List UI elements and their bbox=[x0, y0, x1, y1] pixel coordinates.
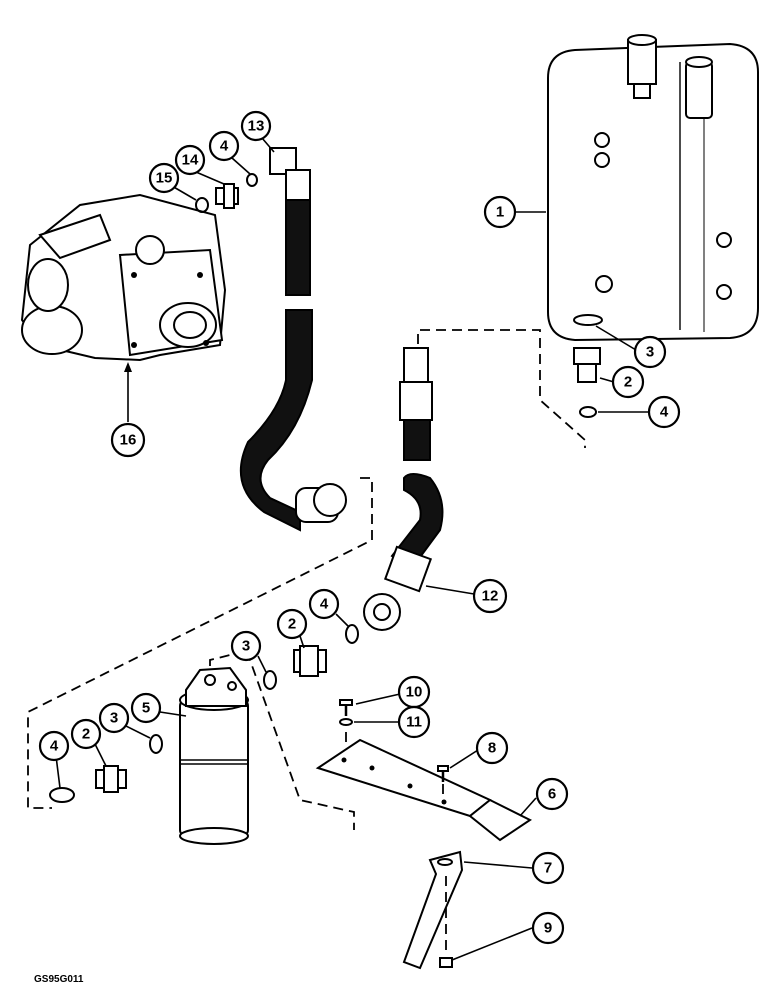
callout-10: 10 bbox=[397, 675, 431, 709]
svg-text:9: 9 bbox=[544, 920, 552, 937]
callout-4-lower-filter: 4 bbox=[38, 730, 70, 762]
svg-text:16: 16 bbox=[120, 432, 137, 449]
callout-3-upper-filter: 3 bbox=[230, 630, 262, 662]
hydraulic-filter bbox=[179, 666, 249, 845]
svg-text:14: 14 bbox=[182, 152, 199, 169]
svg-text:13: 13 bbox=[248, 118, 265, 135]
mounting-bracket bbox=[315, 738, 532, 842]
nut-9 bbox=[439, 957, 453, 968]
callout-4-pump: 4 bbox=[208, 130, 240, 162]
callout-5: 5 bbox=[130, 692, 162, 724]
callout-1: 1 bbox=[483, 195, 517, 229]
svg-text:3: 3 bbox=[646, 344, 654, 361]
callout-3-tank: 3 bbox=[633, 335, 667, 369]
tank-return-hose bbox=[363, 347, 444, 631]
svg-text:15: 15 bbox=[156, 170, 173, 187]
washer-11 bbox=[339, 718, 353, 726]
connection-line-tank-to-hose bbox=[417, 329, 586, 448]
pump-o-ring-15 bbox=[195, 197, 209, 213]
callout-7: 7 bbox=[531, 851, 565, 885]
support-strap bbox=[402, 850, 464, 970]
svg-text:7: 7 bbox=[544, 860, 552, 877]
svg-text:2: 2 bbox=[288, 616, 296, 633]
reservoir-tank bbox=[547, 34, 759, 342]
svg-text:4: 4 bbox=[320, 596, 329, 613]
tank-adapter-fitting-2 bbox=[573, 347, 601, 383]
pump-adapter-fitting-14 bbox=[215, 183, 239, 209]
svg-text:11: 11 bbox=[406, 714, 422, 731]
bolt-10 bbox=[339, 699, 353, 716]
callout-2-lower-filter: 2 bbox=[70, 718, 102, 750]
leader-lines bbox=[55, 137, 648, 961]
callout-15: 15 bbox=[148, 162, 180, 194]
svg-text:1: 1 bbox=[496, 204, 504, 221]
svg-text:2: 2 bbox=[624, 374, 632, 391]
filter-adapter-2-upper bbox=[293, 645, 327, 677]
filter-o-ring-3-upper bbox=[263, 670, 277, 690]
pump-seal-4 bbox=[246, 173, 258, 187]
svg-text:6: 6 bbox=[548, 786, 556, 803]
svg-text:5: 5 bbox=[142, 700, 150, 717]
svg-text:4: 4 bbox=[220, 138, 229, 155]
svg-text:3: 3 bbox=[242, 638, 250, 655]
callout-12: 12 bbox=[472, 578, 508, 614]
callout-11: 11 bbox=[397, 705, 431, 739]
svg-text:4: 4 bbox=[660, 404, 669, 421]
filter-adapter-2-lower bbox=[95, 765, 127, 793]
bolt-8 bbox=[437, 765, 449, 782]
svg-text:4: 4 bbox=[50, 738, 59, 755]
callout-4-tank: 4 bbox=[647, 395, 681, 429]
callout-3-lower-filter: 3 bbox=[98, 702, 130, 734]
connection-line-hose-to-filter bbox=[27, 477, 373, 809]
drawing-code: GS95G011 bbox=[34, 974, 84, 985]
svg-text:8: 8 bbox=[488, 740, 496, 757]
filter-o-ring-3-lower bbox=[149, 734, 163, 754]
callout-4-upper-filter: 4 bbox=[308, 588, 340, 620]
svg-text:3: 3 bbox=[110, 710, 118, 727]
callout-9: 9 bbox=[531, 911, 565, 945]
callout-6: 6 bbox=[535, 777, 569, 811]
callout-14: 14 bbox=[174, 144, 206, 176]
tank-o-ring-3 bbox=[573, 314, 603, 326]
svg-text:12: 12 bbox=[482, 588, 499, 605]
callout-16: 16 bbox=[110, 422, 146, 458]
callout-8: 8 bbox=[475, 731, 509, 765]
filter-seal-4-upper bbox=[345, 624, 359, 644]
callout-13: 13 bbox=[240, 110, 272, 142]
callout-2-upper-filter: 2 bbox=[276, 608, 308, 640]
filter-seal-4-lower bbox=[49, 787, 75, 803]
svg-text:10: 10 bbox=[406, 684, 423, 701]
svg-text:2: 2 bbox=[82, 726, 90, 743]
callout-2-tank: 2 bbox=[611, 365, 645, 399]
hydraulic-pump bbox=[20, 193, 227, 362]
tank-seal-4 bbox=[579, 406, 597, 418]
pump-suction-hose bbox=[239, 147, 347, 532]
